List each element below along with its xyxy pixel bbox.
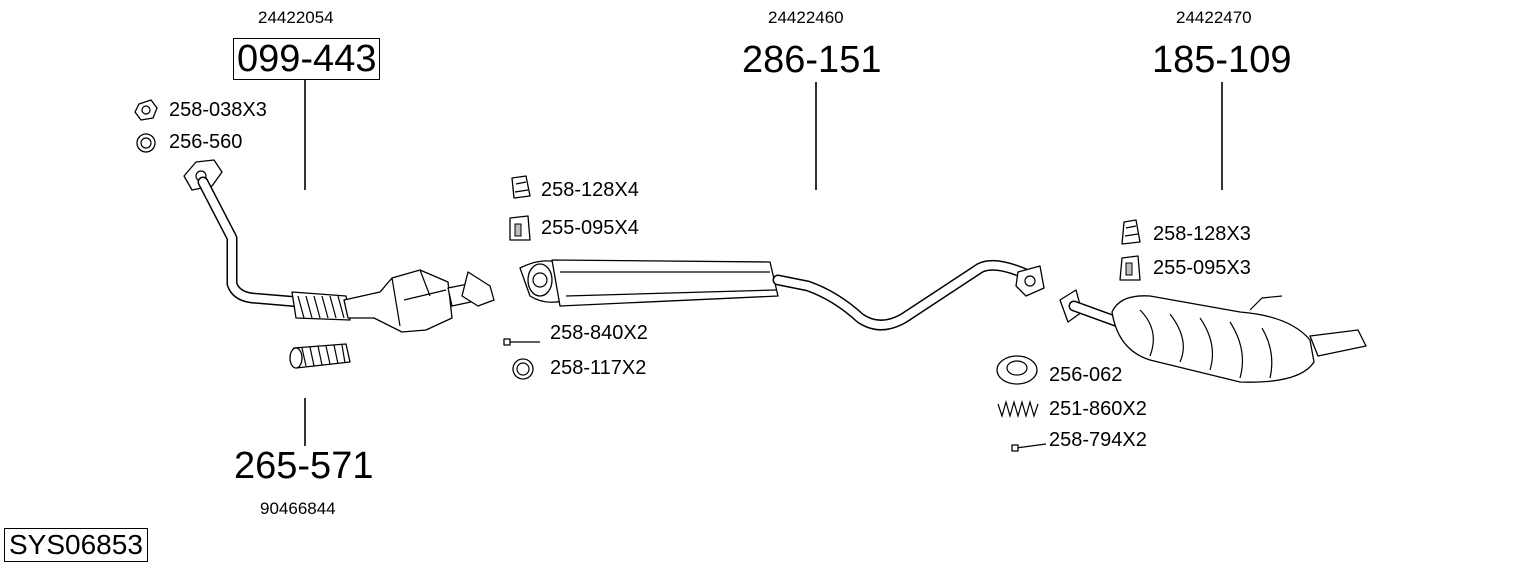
spring-icon: [997, 399, 1039, 419]
clamp-bracket-icon: [1119, 255, 1141, 281]
bolt-icon: [503, 338, 540, 346]
part-number-265-571[interactable]: 265-571: [234, 445, 374, 487]
accessory-258-038X3[interactable]: 258-038X3: [169, 99, 267, 121]
rubber-mount-icon: [511, 175, 531, 199]
accessory-258-128X3[interactable]: 258-128X3: [1153, 223, 1251, 245]
part-number-286-151[interactable]: 286-151: [742, 39, 882, 81]
oem-number-90466844: 90466844: [260, 499, 336, 518]
oem-number-24422460: 24422460: [768, 8, 844, 27]
front-pipe-catalytic-converter: [183, 159, 495, 333]
flange-gasket-icon: [996, 355, 1038, 385]
accessory-258-794X2[interactable]: 258-794X2: [1049, 429, 1147, 451]
nut-icon: [134, 99, 158, 121]
rear-silencer: [1059, 289, 1367, 383]
accessory-255-095X3[interactable]: 255-095X3: [1153, 257, 1251, 279]
rubber-mount-icon: [1121, 219, 1141, 245]
oem-number-24422054: 24422054: [258, 8, 334, 27]
accessory-256-062[interactable]: 256-062: [1049, 364, 1123, 386]
accessory-258-840X2[interactable]: 258-840X2: [550, 322, 648, 344]
accessory-256-560[interactable]: 256-560: [169, 131, 243, 153]
flex-pipe: [289, 343, 351, 369]
gasket-ring-icon: [136, 133, 156, 153]
center-silencer: [519, 259, 1045, 331]
oem-number-24422470: 24422470: [1176, 8, 1252, 27]
accessory-258-128X4[interactable]: 258-128X4: [541, 179, 639, 201]
accessory-258-117X2[interactable]: 258-117X2: [550, 357, 647, 379]
clamp-bracket-icon: [509, 215, 531, 241]
bolt-icon: [1011, 443, 1047, 452]
system-id-label: SYS06853: [4, 528, 148, 562]
accessory-251-860X2[interactable]: 251-860X2: [1049, 398, 1147, 420]
part-number-099-443[interactable]: 099-443: [233, 38, 381, 80]
sealing-ring-icon: [512, 358, 534, 380]
accessory-255-095X4[interactable]: 255-095X4: [541, 217, 639, 239]
part-number-185-109[interactable]: 185-109: [1152, 39, 1292, 81]
